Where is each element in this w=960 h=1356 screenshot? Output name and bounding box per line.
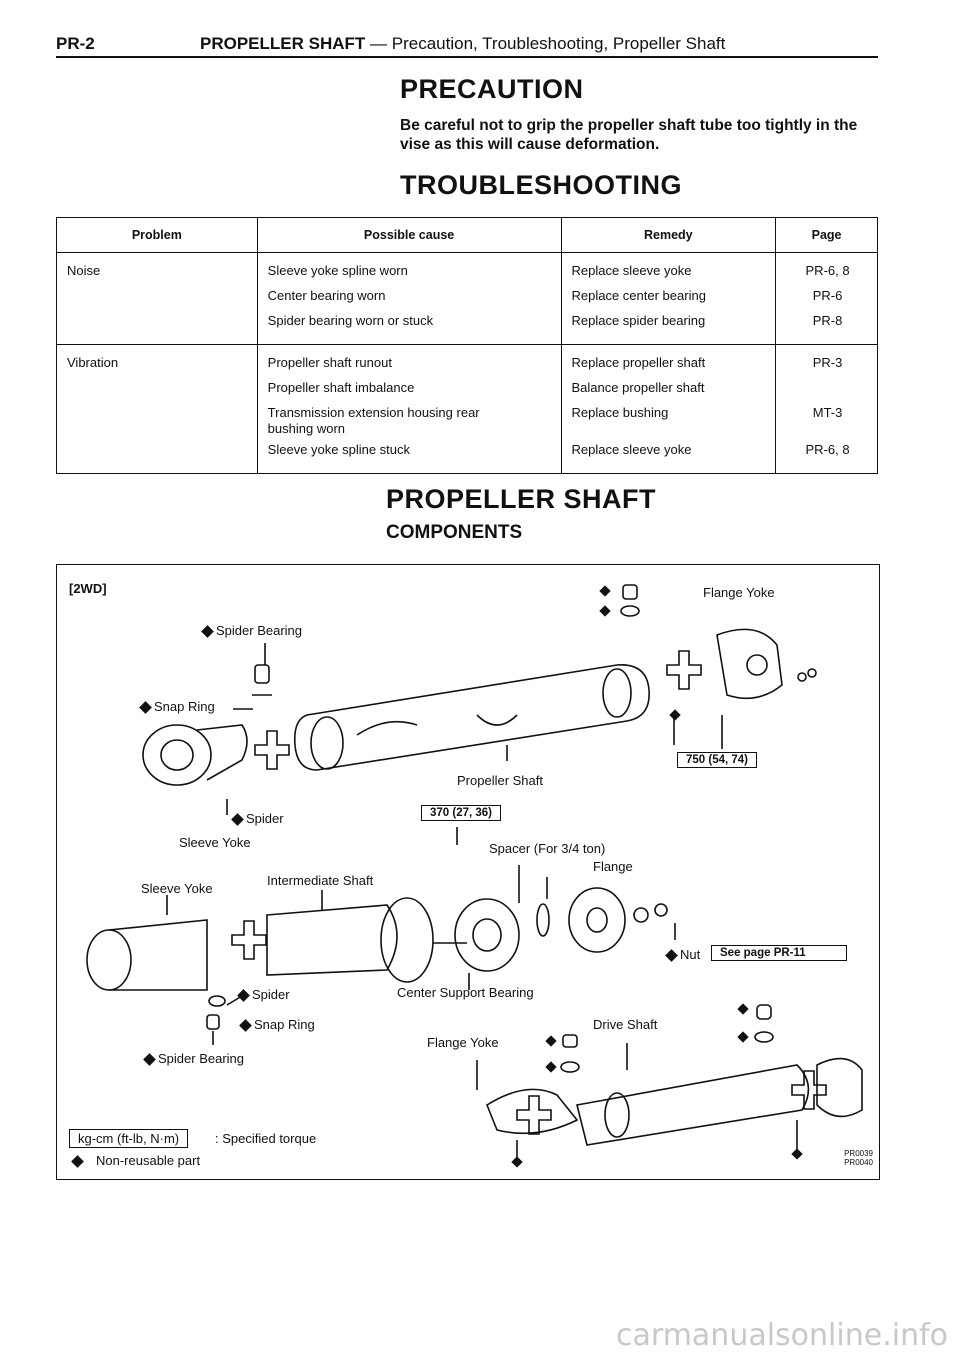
exploded-view-drawing [86,584,863,1168]
legend-nonreusable: Non-reusable part [71,1153,200,1168]
nonreusable-icon [71,1155,84,1168]
troubleshooting-title: TROUBLESHOOTING [400,170,682,200]
label-spider-bottom: Spider [237,987,290,1002]
nonreusable-icon [237,989,250,1002]
cause-cell: Spider bearing worn or stuck [267,313,434,328]
page-cell: PR-3 [812,355,843,370]
nonreusable-icon [665,949,678,962]
remedy-cell: Replace sleeve yoke [571,442,692,457]
cause-cell: Sleeve yoke spline stuck [267,442,411,457]
header-title: PROPELLER SHAFT — Precaution, Troublesho… [200,34,725,54]
header-section: PROPELLER SHAFT [200,34,366,53]
page-cell: PR-8 [812,313,843,328]
page-cell: PR-6, 8 [805,263,850,278]
nonreusable-icon [201,625,214,638]
remedy-cell: Replace center bearing [571,288,706,303]
remedy-cell: Replace spider bearing [571,313,706,328]
figure-codes: PR0039 PR0040 [844,1149,873,1167]
nonreusable-icon [239,1019,252,1032]
label-spider-top: Spider [231,811,284,826]
table-row-noise: Noise Sleeve yoke spline worn Center bea… [56,252,878,345]
label-nut: Nut [665,947,700,962]
label-spider-bearing-bottom: Spider Bearing [143,1051,244,1066]
legend-torque-box: kg-cm (ft-lb, N·m) [69,1129,189,1148]
label-sleeve-yoke-top: Sleeve Yoke [179,835,251,850]
torque-box-flange: 750 (54, 74) [677,752,758,768]
propeller-shaft-title: PROPELLER SHAFT [386,484,657,514]
torque-box-nut: See page PR-11 [711,945,847,961]
components-diagram: [2WD] Flange Yoke Spider Bearing Snap Ri… [56,564,880,1180]
page-id: PR-2 [56,34,95,53]
problem-cell: Vibration [67,355,119,370]
cause-cell: Propeller shaft runout [267,355,392,370]
cause-cell: Propeller shaft imbalance [267,380,415,395]
col-header-remedy: Remedy [560,217,777,253]
label-flange: Flange [593,859,633,874]
label-center-support-bearing: Center Support Bearing [397,985,534,1000]
remedy-cell: Replace bushing [571,405,669,420]
header-subtitle: — Precaution, Troubleshooting, Propeller… [370,34,726,53]
page-cell [786,380,869,405]
label-flange-yoke-top: Flange Yoke [703,585,775,600]
troubleshooting-table: Problem Possible cause Remedy Page Noise… [56,217,878,474]
page-cell: PR-6, 8 [805,442,850,457]
col-header-cause: Possible cause [256,217,562,253]
cause-cell: Transmission extension housing rear bush… [267,405,480,436]
nonreusable-icon [143,1053,156,1066]
page-cell: MT-3 [812,405,843,420]
nonreusable-icon [139,701,152,714]
remedy-cell: Balance propeller shaft [571,380,705,395]
remedy-cell: Replace propeller shaft [571,355,706,370]
watermark-band: carmanualsonline.info [0,1314,960,1356]
col-header-problem: Problem [56,217,258,253]
label-spacer: Spacer (For 3/4 ton) [489,841,606,856]
diagram-variant: [2WD] [69,581,107,596]
watermark-text: carmanualsonline.info [616,1318,948,1353]
label-snap-ring-bottom: Snap Ring [239,1017,315,1032]
precaution-title: PRECAUTION [400,74,584,104]
legend-torque-text: : Specified torque [215,1131,317,1146]
label-spider-bearing-top: Spider Bearing [201,623,302,638]
page-cell: PR-6 [812,288,843,303]
header-rule [56,56,878,58]
cause-cell: Center bearing worn [267,288,386,303]
label-drive-shaft: Drive Shaft [593,1017,658,1032]
label-intermediate-shaft: Intermediate Shaft [267,873,374,888]
nonreusable-icon [231,813,244,826]
problem-cell: Noise [67,263,101,278]
components-subtitle: COMPONENTS [386,522,523,543]
remedy-cell: Replace sleeve yoke [571,263,692,278]
label-propeller-shaft: Propeller Shaft [457,773,543,788]
cause-cell: Sleeve yoke spline worn [267,263,408,278]
precaution-text: Be careful not to grip the propeller sha… [400,117,858,153]
label-snap-ring-top: Snap Ring [139,699,215,714]
table-row-vibration: Vibration Propeller shaft runout Propell… [56,344,878,474]
col-header-page: Page [775,217,878,253]
label-flange-yoke-bottom: Flange Yoke [427,1035,499,1050]
label-sleeve-yoke-bottom: Sleeve Yoke [141,881,213,896]
torque-box-center: 370 (27, 36) [421,805,502,821]
